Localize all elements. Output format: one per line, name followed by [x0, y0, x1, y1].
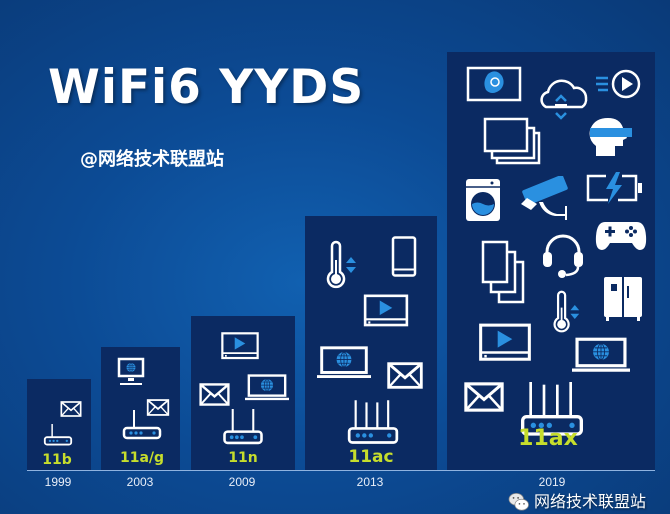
- year-label-2009: 2009: [228, 475, 256, 489]
- vr-headset-icon: [589, 118, 632, 156]
- laptop-globe-icon: [317, 348, 371, 377]
- envelope-icon: [146, 399, 170, 416]
- video-laptop-icon: [221, 332, 259, 360]
- standard-label-11b: 11b: [42, 452, 72, 468]
- slide-title: WiFi6 YYDS: [48, 60, 365, 115]
- watermark-text: 网络技术联盟站: [534, 492, 647, 511]
- photo-frame-icon: [466, 66, 522, 102]
- gamepad-icon: [595, 222, 647, 250]
- router-icon: [43, 424, 73, 446]
- watermark: 网络技术联盟站: [508, 492, 646, 512]
- router-icon: [223, 409, 263, 445]
- column-2003: [101, 347, 180, 471]
- desktop-globe-icon: [119, 359, 143, 384]
- wechat-icon: [508, 493, 529, 511]
- slide-subtitle: @网络技术联盟站: [80, 149, 224, 170]
- standard-label-11n: 11n: [228, 450, 258, 466]
- stacked-screens-icon: [483, 117, 541, 165]
- timeline-axis: [27, 470, 655, 471]
- year-label-1999: 1999: [44, 475, 72, 489]
- video-laptop-icon: [363, 294, 409, 327]
- column-1999: [27, 379, 91, 471]
- envelope-icon: [387, 362, 423, 389]
- year-label-2003: 2003: [126, 475, 154, 489]
- envelope-icon: [464, 382, 504, 412]
- thermometer-icon: [553, 290, 581, 333]
- headset-icon: [542, 234, 584, 278]
- envelope-icon: [199, 383, 230, 406]
- envelope-icon: [60, 401, 82, 417]
- cloud-sync-icon: [540, 79, 588, 120]
- phone-icon: [391, 236, 417, 277]
- router-icon: [347, 400, 399, 444]
- video-laptop-icon: [479, 323, 531, 361]
- streaming-play-icon: [596, 69, 641, 99]
- standard-label-11ag: 11a/g: [119, 450, 165, 466]
- laptop-globe-icon: [572, 339, 630, 370]
- standard-label-11ac: 11ac: [348, 447, 394, 467]
- standard-label-11ax: 11ax: [518, 426, 578, 451]
- refrigerator-icon: [603, 276, 643, 322]
- security-camera-icon: [521, 176, 569, 220]
- year-label-2019: 2019: [538, 475, 566, 489]
- laptop-globe-icon: [245, 376, 289, 399]
- year-label-2013: 2013: [356, 475, 384, 489]
- washing-machine-icon: [465, 178, 501, 222]
- stacked-phones-icon: [481, 240, 525, 304]
- column-2009: [191, 316, 295, 471]
- thermometer-icon: [326, 240, 357, 289]
- battery-charging-icon: [586, 172, 644, 204]
